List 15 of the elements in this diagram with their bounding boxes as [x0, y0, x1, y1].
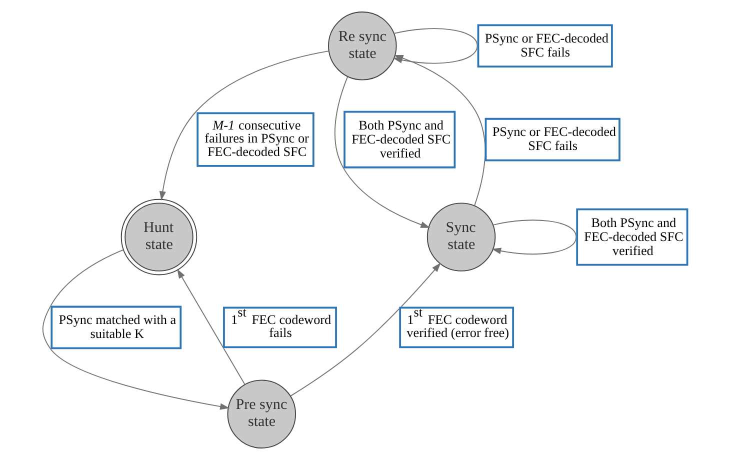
edge-label: PSync or FEC-decoded SFC fails — [484, 30, 608, 60]
arrow — [290, 262, 441, 396]
edge-label: M-1 consecutive failures in PSync or FEC-decoded SFC — [204, 117, 309, 159]
arrow — [159, 50, 330, 201]
arrow — [177, 268, 246, 385]
node-circle: Hunt state — [120, 198, 198, 276]
arrow — [334, 76, 430, 228]
edge-label: PSync or FEC-decoded SFC fails — [492, 124, 616, 154]
node-circle: Pre sync state — [227, 380, 296, 448]
node-circle: Re sync state — [328, 12, 397, 80]
arrow — [42, 249, 230, 410]
arrow — [492, 220, 577, 254]
edge-label: PSync matched with a suitable K — [58, 312, 176, 342]
edge-label: Both PSync and FEC-decoded SFC verified — [352, 117, 451, 161]
edge-label: Both PSync and FEC-decoded SFC verified — [584, 214, 684, 258]
